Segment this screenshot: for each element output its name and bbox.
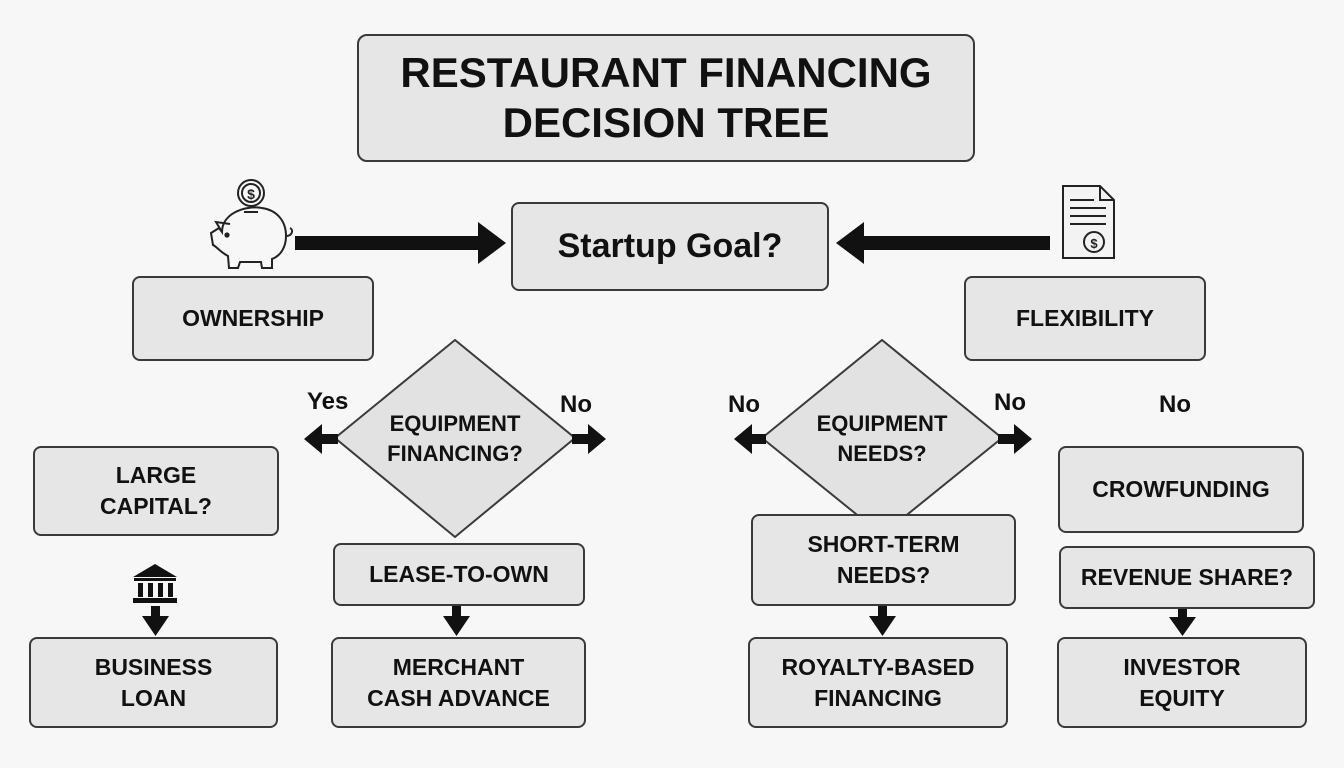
edge-label-no-left: No (560, 391, 592, 418)
invoice-document-icon: $ (1062, 185, 1115, 259)
diagram-title: RESTAURANT FINANCING DECISION TREE (357, 34, 975, 162)
arrow-no-mid-left (734, 424, 766, 454)
edge-label-no-mid: No (728, 391, 760, 418)
edge-label-yes-left: Yes (307, 388, 349, 415)
node-lease-to-own: LEASE-TO-OWN (333, 543, 585, 606)
root-node-startup-goal: Startup Goal? (511, 202, 829, 291)
arrow-down-lease-to-merchant (443, 606, 470, 636)
node-large-capital: LARGE CAPITAL? (33, 446, 279, 536)
edge-label-no-right: No (994, 389, 1026, 416)
node-short-term-needs: SHORT-TERM NEEDS? (751, 514, 1016, 606)
arrow-no-mid-right (998, 424, 1032, 454)
arrow-no-left (572, 424, 606, 454)
node-royalty-based-financing: ROYALTY-BASED FINANCING (748, 637, 1008, 728)
arrow-flexibility-to-goal (836, 222, 1050, 264)
decision-diamond-equipment-financing (333, 338, 577, 539)
arrow-down-revenue-to-equity (1169, 609, 1196, 636)
node-investor-equity: INVESTOR EQUITY (1057, 637, 1307, 728)
node-merchant-cash-advance: MERCHANT CASH ADVANCE (331, 637, 586, 728)
node-revenue-share: REVENUE SHARE? (1059, 546, 1315, 609)
arrow-down-bank-to-loan (142, 606, 169, 636)
node-crowfunding: CROWFUNDING (1058, 446, 1304, 533)
decision-equipment-needs-label: EQUIPMENT NEEDS? (816, 411, 948, 466)
svg-text:$: $ (247, 186, 255, 202)
arrow-yes-left (304, 424, 338, 454)
piggy-bank-icon: $ (209, 179, 294, 269)
branch-ownership: OWNERSHIP (132, 276, 374, 361)
svg-text:$: $ (1090, 236, 1098, 251)
edge-label-no-far: No (1159, 391, 1191, 418)
arrow-ownership-to-goal (295, 222, 506, 264)
bank-building-icon (133, 564, 177, 603)
arrow-down-short-term-to-royalty (869, 606, 896, 636)
branch-flexibility: FLEXIBILITY (964, 276, 1206, 361)
node-business-loan: BUSINESS LOAN (29, 637, 278, 728)
decision-equipment-financing-label: EQUIPMENT FINANCING? (387, 411, 523, 466)
